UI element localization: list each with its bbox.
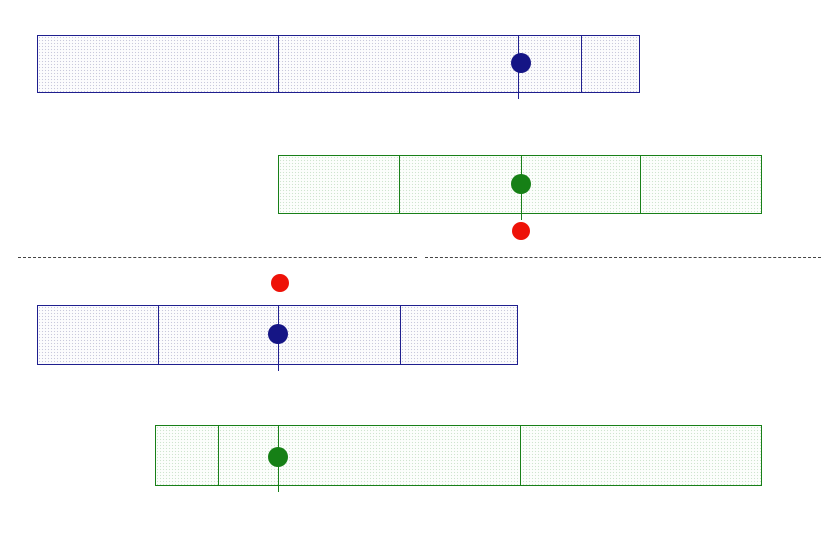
- green-bar-top: [278, 155, 762, 214]
- dashed-reference-line: [425, 257, 821, 258]
- navy-bar-bottom-cell-divider: [158, 306, 159, 364]
- navy-dot-bottom: [268, 324, 288, 344]
- navy-bar-top-tick-mark: [518, 93, 519, 99]
- green-dot-top: [511, 174, 531, 194]
- red-dot-top: [512, 222, 530, 240]
- navy-bar-top-cell-divider: [278, 36, 279, 92]
- green-bar-top-cell-divider: [399, 156, 400, 213]
- dashed-reference-line: [18, 257, 417, 258]
- green-bar-top-tick-mark: [521, 214, 522, 220]
- navy-bar-bottom-cell-divider: [400, 306, 401, 364]
- navy-bar-top-cell-divider: [581, 36, 582, 92]
- red-dot-bottom: [271, 274, 289, 292]
- navy-bar-top: [37, 35, 640, 93]
- green-bar-top-cell-divider: [640, 156, 641, 213]
- green-bar-bottom: [155, 425, 762, 486]
- navy-bar-bottom-tick-mark: [278, 365, 279, 371]
- green-bar-bottom-cell-divider: [218, 426, 219, 485]
- green-bar-bottom-tick-mark: [278, 486, 279, 492]
- green-dot-bottom: [268, 447, 288, 467]
- navy-dot-top: [511, 53, 531, 73]
- green-bar-bottom-cell-divider: [520, 426, 521, 485]
